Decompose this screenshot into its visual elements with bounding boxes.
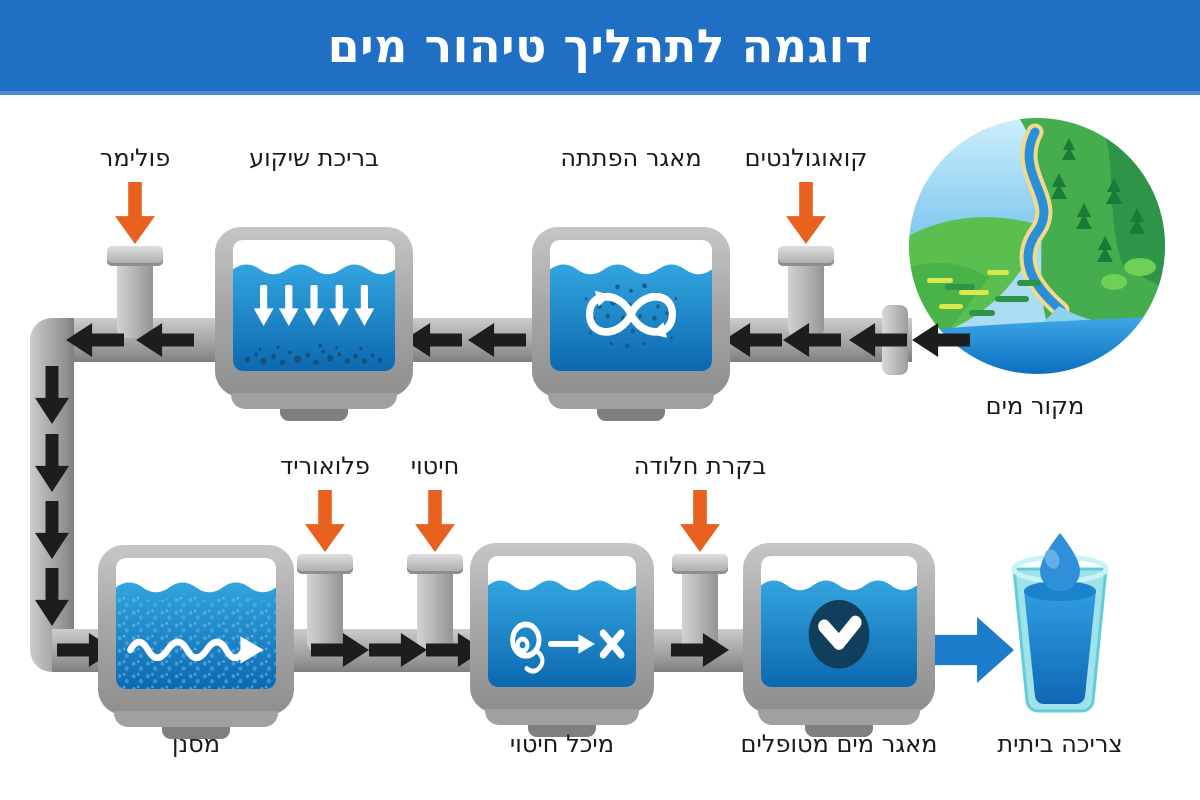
injection-arrow-disinfectant (415, 490, 455, 552)
inlet-pipe-polymer (117, 258, 153, 338)
tank-sedimentation (215, 227, 413, 421)
label-flocculation: מאגר הפתתה (560, 144, 702, 172)
label-coagulants: קואוגולנטים (744, 144, 868, 172)
injection-arrow-coagulants (786, 182, 826, 244)
landscape-river-icon (909, 118, 1165, 374)
glass-of-water-icon (1011, 533, 1109, 713)
label-polymer: פולימר (99, 144, 171, 172)
tank-foot (484, 709, 640, 725)
inlet-flange-disinfectant (407, 554, 463, 574)
injection-arrow-polymer (115, 182, 155, 244)
inlet-flange-polymer (107, 246, 163, 266)
tank-foot (547, 393, 715, 409)
injection-arrow-fluoride (305, 490, 345, 552)
circulation-icon (550, 264, 712, 371)
label-consumption: צריכה ביתית (997, 730, 1123, 758)
page-title: דוגמה לתהליך טיהור מים (327, 18, 873, 73)
tank-foot (758, 709, 920, 725)
label-filter: מסנן (171, 730, 221, 758)
treated-check-icon (761, 580, 917, 687)
water-glass-illustration (1001, 529, 1119, 723)
inlet-pipe-fluoride (307, 566, 343, 652)
tank-foot (528, 722, 596, 737)
tank-foot (230, 393, 398, 409)
inlet-flange-rust-control (672, 554, 728, 574)
tank-foot (805, 722, 873, 737)
germ-kill-icon (488, 580, 636, 687)
inlet-pipe-coagulants (788, 258, 824, 338)
water-source-illustration (909, 118, 1165, 374)
settling-arrows-icon (233, 264, 395, 371)
label-fluoride: פלואוריד (280, 452, 370, 480)
tank-window (550, 240, 712, 371)
filtration-wave-icon (116, 582, 276, 689)
label-disinfection-tank: מיכל חיטוי (509, 730, 615, 758)
label-rust-control: בקרת חלודה (633, 452, 767, 480)
tank-flocculation (532, 227, 730, 421)
tank-treated-water (743, 543, 935, 737)
tank-window (233, 240, 395, 371)
inlet-pipe-rust-control (682, 566, 718, 652)
header-banner: דוגמה לתהליך טיהור מים (0, 0, 1200, 95)
tank-foot (280, 406, 348, 421)
inlet-pipe-disinfectant (417, 566, 453, 652)
tank-filter (98, 545, 294, 739)
tank-window (116, 558, 276, 689)
tank-window (761, 556, 917, 687)
label-sedimentation: בריכת שיקוע (249, 144, 379, 172)
tank-window (488, 556, 636, 687)
tank-foot (113, 711, 279, 727)
tank-foot (162, 724, 230, 739)
tank-disinfection (470, 543, 654, 737)
label-disinfectant: חיטוי (410, 452, 460, 480)
inlet-flange-fluoride (297, 554, 353, 574)
inlet-flange-coagulants (778, 246, 834, 266)
label-treated-reservoir: מאגר מים מטופלים (740, 730, 938, 758)
label-water-source: מקור מים (985, 392, 1085, 420)
injection-arrow-rust-control (680, 490, 720, 552)
tank-foot (597, 406, 665, 421)
